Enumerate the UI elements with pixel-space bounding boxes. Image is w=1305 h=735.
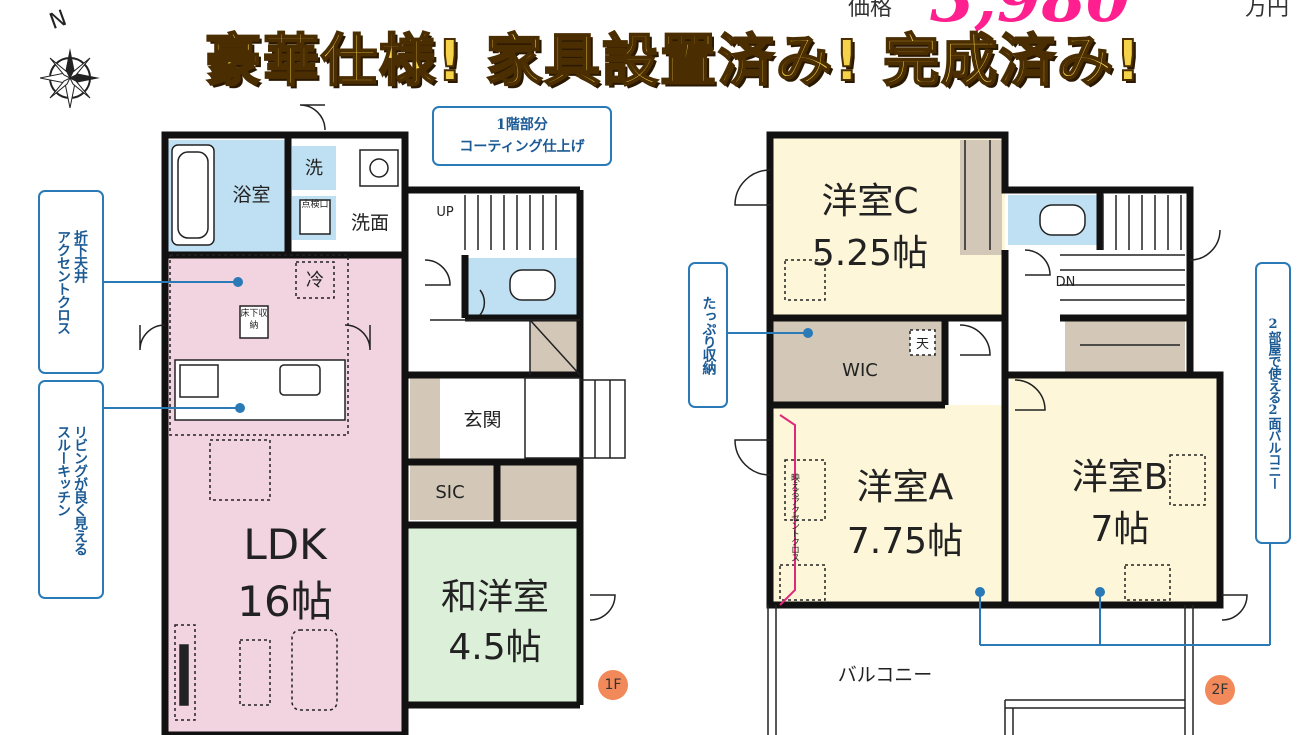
label-wash: 洗 [305, 158, 323, 179]
label-room-b-size: 7帖 [1090, 509, 1150, 550]
callout-balcony: 2部屋で使える2面バルコニー [1255, 262, 1291, 544]
price-label: 価格 [848, 0, 893, 21]
callout-storage: たっぷり収納 [688, 262, 728, 408]
label-balcony: バルコニー [837, 664, 933, 686]
label-ldk-size: 16帖 [237, 577, 333, 626]
compass-icon: N [39, 6, 100, 118]
label-inspection: 点検口 [301, 200, 329, 210]
headline-banner: 豪華仕様! 家具設置済み! 完成済み! [204, 28, 1143, 95]
callout-ceiling: 折下天井 アクセントクロス [38, 190, 104, 374]
label-wic: WIC [842, 360, 878, 381]
price-value: 3,980 [930, 0, 1130, 37]
label-fridge: 冷 [306, 270, 324, 291]
label-ten: 天 [915, 337, 929, 352]
price-unit: 万円 [1245, 0, 1290, 21]
label-room-a-size: 7.75帖 [846, 521, 964, 562]
label-entrance: 玄関 [463, 409, 502, 431]
callout-coating: 1階部分 コーティング仕上げ [432, 106, 612, 166]
label-underfloor: 床下収納 [240, 309, 268, 331]
label-sic: SIC [435, 482, 465, 503]
label-washitsu-size: 4.5帖 [448, 627, 542, 668]
floor-badge-2f: 2F [1205, 675, 1235, 705]
label-room-a: 洋室A [856, 467, 954, 508]
label-dn: DN [1055, 275, 1076, 290]
callout-kitchen: リビングが良く見える スルーキッチン [38, 380, 104, 599]
label-washroom: 洗面 [350, 212, 389, 234]
label-washitsu: 和洋室 [440, 577, 549, 618]
label-up: UP [436, 205, 454, 220]
label-room-c: 洋室C [821, 181, 919, 222]
label-accent: 映えるアクセントクロス [789, 473, 799, 561]
floor-badge-1f: 1F [598, 670, 628, 700]
label-room-c-size: 5.25帖 [811, 233, 929, 274]
label-bath: 浴室 [232, 184, 271, 206]
label-room-b: 洋室B [1071, 457, 1169, 498]
label-ldk: LDK [243, 520, 327, 569]
